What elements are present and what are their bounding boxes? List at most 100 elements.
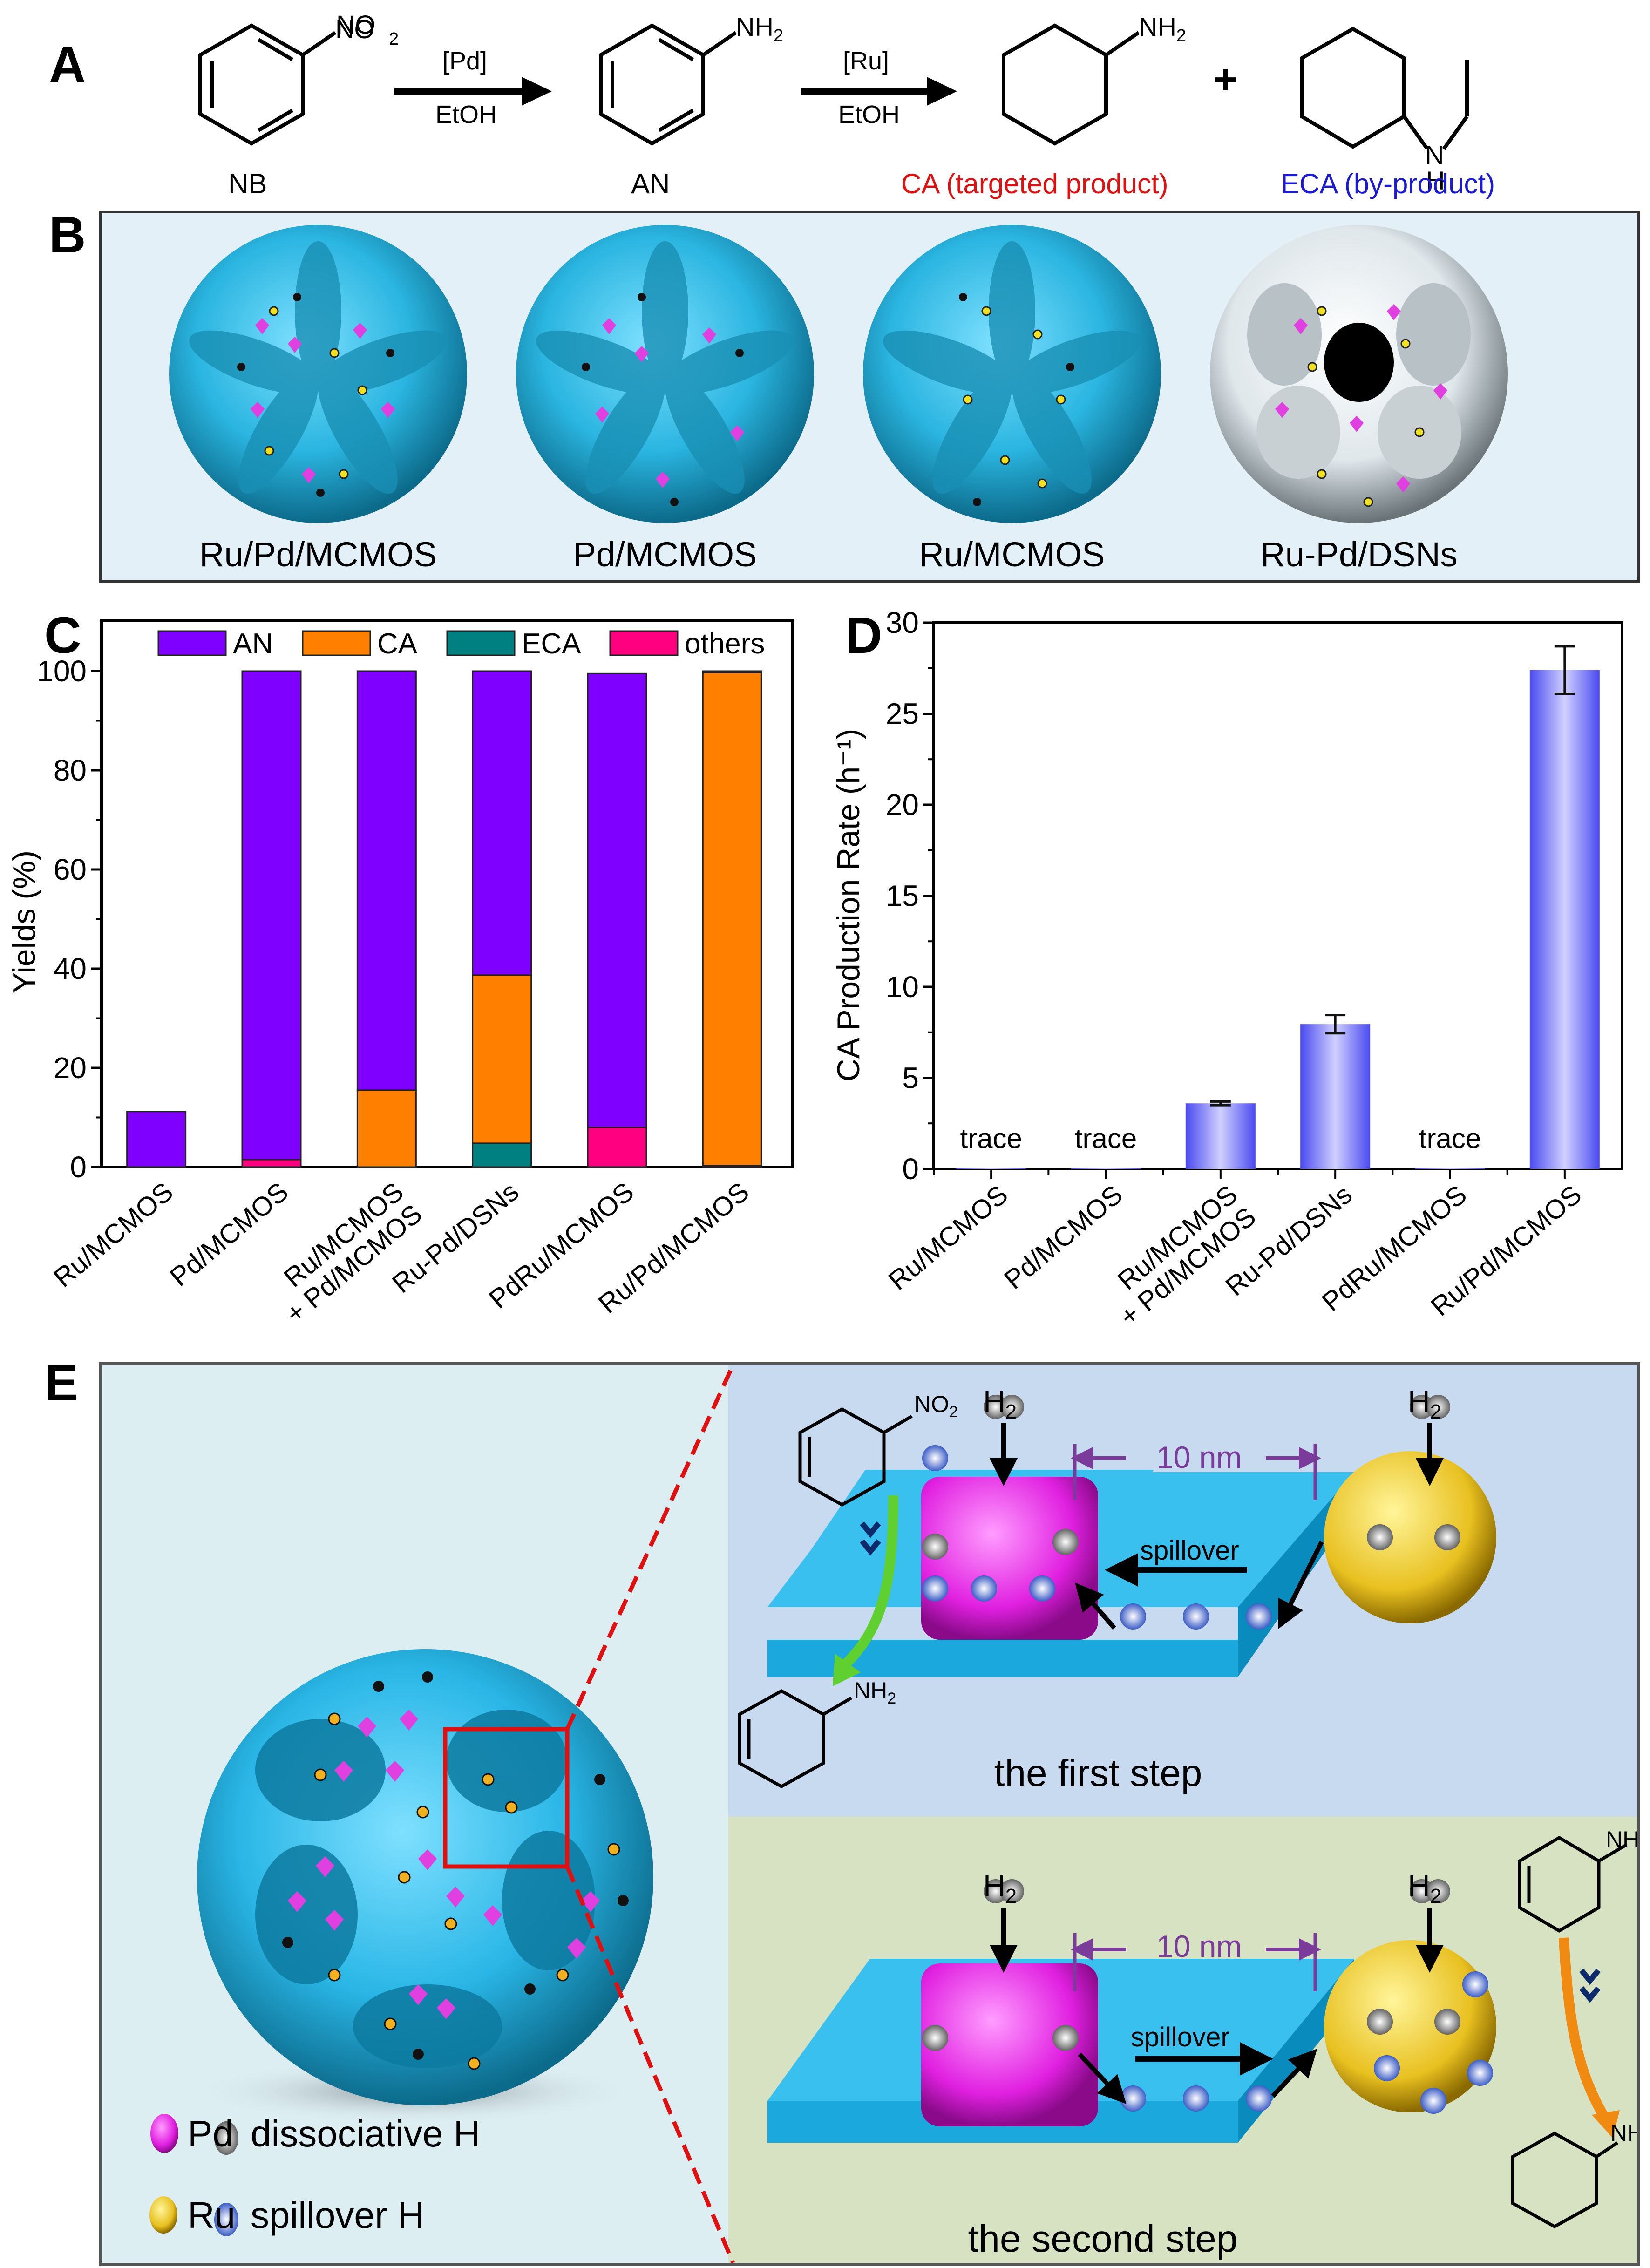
legend-swatch-others bbox=[609, 630, 679, 656]
y-tick-label: 100 bbox=[37, 654, 87, 688]
step2-h2-left: H2 bbox=[983, 1868, 1017, 1908]
legend-label-ECA: ECA bbox=[522, 628, 581, 660]
svg-text:Ru/MCMOS: Ru/MCMOS bbox=[48, 1176, 179, 1293]
trace-annotation: trace bbox=[1419, 1123, 1481, 1154]
panel-letter-e: E bbox=[44, 1354, 79, 1412]
label-eca: ECA (by-product) bbox=[1281, 168, 1495, 199]
label-an: AN bbox=[631, 168, 670, 199]
legend-dissociative-h-ball bbox=[214, 2121, 238, 2155]
rate-bar bbox=[1071, 1168, 1141, 1169]
label-ru-pd-mcmos: Ru/Pd/MCMOS bbox=[199, 535, 437, 574]
y-tick-label: 0 bbox=[70, 1150, 87, 1184]
step1-reactant-no2: NO2 bbox=[914, 1391, 958, 1421]
bar-segment-eca bbox=[472, 1142, 532, 1168]
y-tick-label: 80 bbox=[54, 754, 87, 787]
arrow2-catalyst: [Ru] bbox=[843, 47, 890, 75]
x-tick-label: Ru/MCMOS bbox=[48, 1176, 179, 1293]
y-tick-label: 10 bbox=[886, 970, 919, 1004]
mechanism-illustration: H2 H2 10 nm spillover NO2 NH2 the first … bbox=[99, 1362, 1640, 2266]
legend-label-AN: AN bbox=[233, 628, 273, 660]
x-tick-label: Ru/MCMOS bbox=[883, 1179, 1013, 1296]
bar-segment-an bbox=[126, 1111, 187, 1168]
label-pd-mcmos: Pd/MCMOS bbox=[573, 535, 757, 574]
y-tick-label: 30 bbox=[886, 606, 919, 639]
step2-distance-label: 10 nm bbox=[1156, 1929, 1242, 1963]
panel-letter-d: D bbox=[845, 607, 883, 664]
bar-segment-others bbox=[587, 1127, 647, 1168]
zoom-region-box bbox=[443, 1727, 570, 1869]
step2-caption: the second step bbox=[968, 2218, 1238, 2260]
an-substituent: NH2 bbox=[736, 12, 784, 46]
aniline-structure bbox=[599, 23, 737, 146]
catalyst-illustrations: Ru/Pd/MCMOS Pd/MCMOS Ru/MCMOS Ru-Pd/DSNs bbox=[99, 211, 1640, 583]
legend-dissociative-h-label: dissociative H bbox=[251, 2113, 481, 2154]
svg-text:Ru/MCMOS: Ru/MCMOS bbox=[883, 1179, 1013, 1296]
svg-text:Pd/MCMOS: Pd/MCMOS bbox=[164, 1176, 294, 1292]
legend-swatch-CA bbox=[302, 630, 371, 656]
rate-bar bbox=[1529, 670, 1600, 1169]
bar-segment-an bbox=[356, 670, 417, 1091]
step2-h2-right: H2 bbox=[1408, 1868, 1442, 1908]
bar-segment-ca bbox=[702, 672, 762, 1167]
label-ca: CA (targeted product) bbox=[901, 168, 1168, 199]
cyclohexylamine-structure bbox=[1002, 23, 1140, 146]
y-tick-label: 15 bbox=[886, 879, 919, 913]
step1-h2-right: H2 bbox=[1408, 1384, 1442, 1424]
legend-spillover-h-ball bbox=[214, 2203, 238, 2236]
step1-distance-label: 10 nm bbox=[1156, 1440, 1242, 1474]
zoom-line-upper bbox=[565, 1365, 735, 1730]
plot-frame-c bbox=[100, 619, 794, 1168]
bar-segment-ca bbox=[472, 974, 532, 1144]
svg-text:Pd/MCMOS: Pd/MCMOS bbox=[998, 1179, 1128, 1295]
rate-bar bbox=[956, 1168, 1026, 1169]
x-tick-label: Pd/MCMOS bbox=[998, 1179, 1128, 1295]
ca-production-rate-chart: 051015202530traceRu/MCMOStracePd/MCMOSRu… bbox=[831, 606, 1623, 1332]
plot-frame-d bbox=[932, 621, 1623, 1170]
step1-product-nh2: NH2 bbox=[854, 1677, 896, 1707]
step2-spillover-label: spillover bbox=[1131, 2022, 1230, 2052]
y-axis-label-c: Yields (%) bbox=[7, 850, 42, 993]
step1-caption: the first step bbox=[994, 1752, 1202, 1794]
ethylcyclohexylamine-structure bbox=[1300, 27, 1469, 150]
y-tick-label: 25 bbox=[886, 697, 919, 731]
legend-ru-ball bbox=[149, 2196, 177, 2234]
legend-swatch-AN bbox=[157, 630, 227, 656]
step2-reactant-nh2: NH2 bbox=[1606, 1827, 1640, 1853]
step2-scene bbox=[767, 1835, 1628, 2229]
panel-letter-a: A bbox=[49, 36, 86, 94]
legend-label-others: others bbox=[685, 628, 765, 660]
legend-label-CA: CA bbox=[377, 628, 418, 660]
pore-holes bbox=[237, 293, 1074, 506]
rate-bar bbox=[1185, 1103, 1256, 1169]
sphere-ru-mcmos bbox=[863, 225, 1161, 523]
pd-nanoparticles bbox=[251, 304, 1447, 493]
nitrobenzene-structure bbox=[198, 23, 337, 146]
eca-n-label: N bbox=[1425, 140, 1444, 170]
step1-h2-left: H2 bbox=[983, 1384, 1017, 1424]
sphere-ru-pd-mcmos bbox=[169, 225, 467, 523]
legend-pd-ball bbox=[150, 2114, 178, 2153]
sphere-pd-mcmos bbox=[516, 225, 814, 523]
y-tick-label: 0 bbox=[902, 1152, 919, 1186]
legend-spillover-h-label: spillover H bbox=[251, 2194, 425, 2236]
trace-annotation: trace bbox=[960, 1123, 1022, 1154]
ru-nanoparticles bbox=[264, 306, 1425, 507]
bar-segment-others bbox=[241, 1159, 302, 1168]
bar-segment-an bbox=[587, 672, 647, 1128]
y-axis-label-d: CA Production Rate (h⁻¹) bbox=[831, 729, 866, 1082]
label-nb: NB bbox=[228, 168, 267, 199]
eca-h-label: H bbox=[1426, 166, 1445, 195]
step1-spillover-label: spillover bbox=[1140, 1535, 1239, 1566]
legend-swatch-ECA bbox=[446, 630, 516, 656]
no2-label: NO bbox=[336, 10, 375, 39]
reaction-scheme: NO bbox=[198, 10, 1469, 150]
bar-segment-an bbox=[472, 670, 532, 976]
label-ru-mcmos: Ru/MCMOS bbox=[919, 535, 1105, 574]
sphere-pore-holes bbox=[282, 1671, 629, 2060]
y-tick-label: 20 bbox=[54, 1051, 87, 1085]
label-ru-pd-dsns: Ru-Pd/DSNs bbox=[1260, 535, 1458, 574]
bar-segment-an bbox=[702, 670, 762, 673]
arrow1-catalyst: [Pd] bbox=[442, 47, 488, 75]
ca-substituent: NH2 bbox=[1139, 12, 1187, 46]
